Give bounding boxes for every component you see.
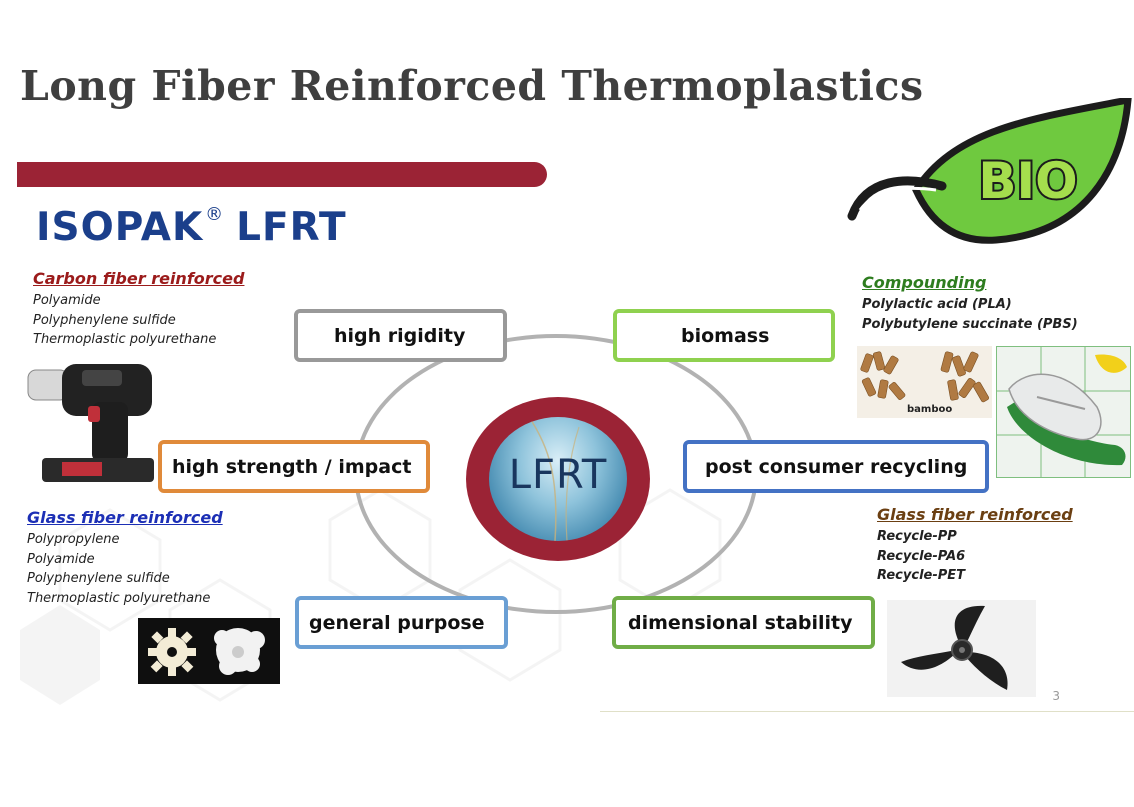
compounding-item: Polybutylene succinate (PBS) [862, 316, 1078, 332]
glass-left-item: Polyamide [27, 551, 95, 567]
glass-fiber-right-heading: Glass fiber reinforced [877, 505, 1073, 524]
carbon-item: Thermoplastic polyurethane [33, 332, 217, 347]
property-label: general purpose [309, 611, 485, 634]
property-box-high-rigidity: high rigidity [294, 309, 507, 362]
shoe-sole-photo [996, 346, 1131, 478]
title-underline-band [17, 162, 547, 187]
glass-fiber-right-block: Glass fiber reinforced Recycle-PP Recycl… [877, 505, 1073, 586]
brand-name: ISOPAK [36, 205, 204, 250]
property-label: high strength / impact [172, 455, 412, 478]
bio-badge-text: BIO [978, 152, 1077, 210]
glass-right-item: Recycle-PET [877, 568, 966, 583]
property-box-general-purpose: general purpose [295, 596, 508, 649]
glass-left-item: Polypropylene [27, 532, 120, 547]
fan-blade-photo [887, 600, 1036, 697]
glass-right-item: Recycle-PP [877, 529, 957, 544]
glass-right-item: Recycle-PA6 [877, 548, 966, 564]
center-label: LFRT [508, 452, 608, 498]
drill-photo [22, 362, 154, 482]
carbon-item: Polyphenylene sulfide [33, 312, 176, 328]
glass-left-item: Thermoplastic polyurethane [27, 590, 211, 606]
brand-suffix: LFRT [236, 205, 347, 250]
property-box-post-consumer-recycling: post consumer recycling [683, 440, 989, 493]
glass-left-item: Polyphenylene sulfide [27, 571, 170, 586]
bamboo-caption: bamboo [907, 404, 953, 415]
slide-title: Long Fiber Reinforced Thermoplastics [20, 62, 924, 110]
bio-leaf-icon: BIO [847, 98, 1132, 244]
bamboo-pellets-photo: bamboo [857, 346, 992, 418]
glass-fiber-left-heading: Glass fiber reinforced [27, 508, 223, 527]
brand-logo: ISOPAK® LFRT [36, 204, 347, 250]
compounding-block: Compounding Polylactic acid (PLA) Polybu… [862, 273, 1078, 334]
glass-fiber-left-block: Glass fiber reinforced Polypropylene Pol… [27, 508, 223, 608]
compounding-heading: Compounding [862, 273, 987, 292]
property-box-biomass: biomass [613, 309, 835, 362]
property-box-high-strength-impact: high strength / impact [158, 440, 430, 493]
property-label: high rigidity [334, 324, 466, 347]
carbon-fiber-heading: Carbon fiber reinforced [33, 269, 245, 288]
property-label: biomass [681, 324, 770, 347]
gear-photo [138, 618, 280, 684]
carbon-fiber-block: Carbon fiber reinforced Polyamide Polyph… [33, 269, 244, 350]
carbon-item: Polyamide [33, 293, 101, 308]
compounding-item: Polylactic acid (PLA) [862, 297, 1012, 312]
registered-mark: ® [205, 204, 225, 225]
footer-line [600, 711, 1134, 712]
property-label: dimensional stability [628, 611, 853, 634]
property-label: post consumer recycling [705, 455, 968, 478]
property-box-dimensional-stability: dimensional stability [612, 596, 875, 649]
center-ring-image [489, 417, 627, 541]
page-number: 3 [1052, 689, 1060, 703]
